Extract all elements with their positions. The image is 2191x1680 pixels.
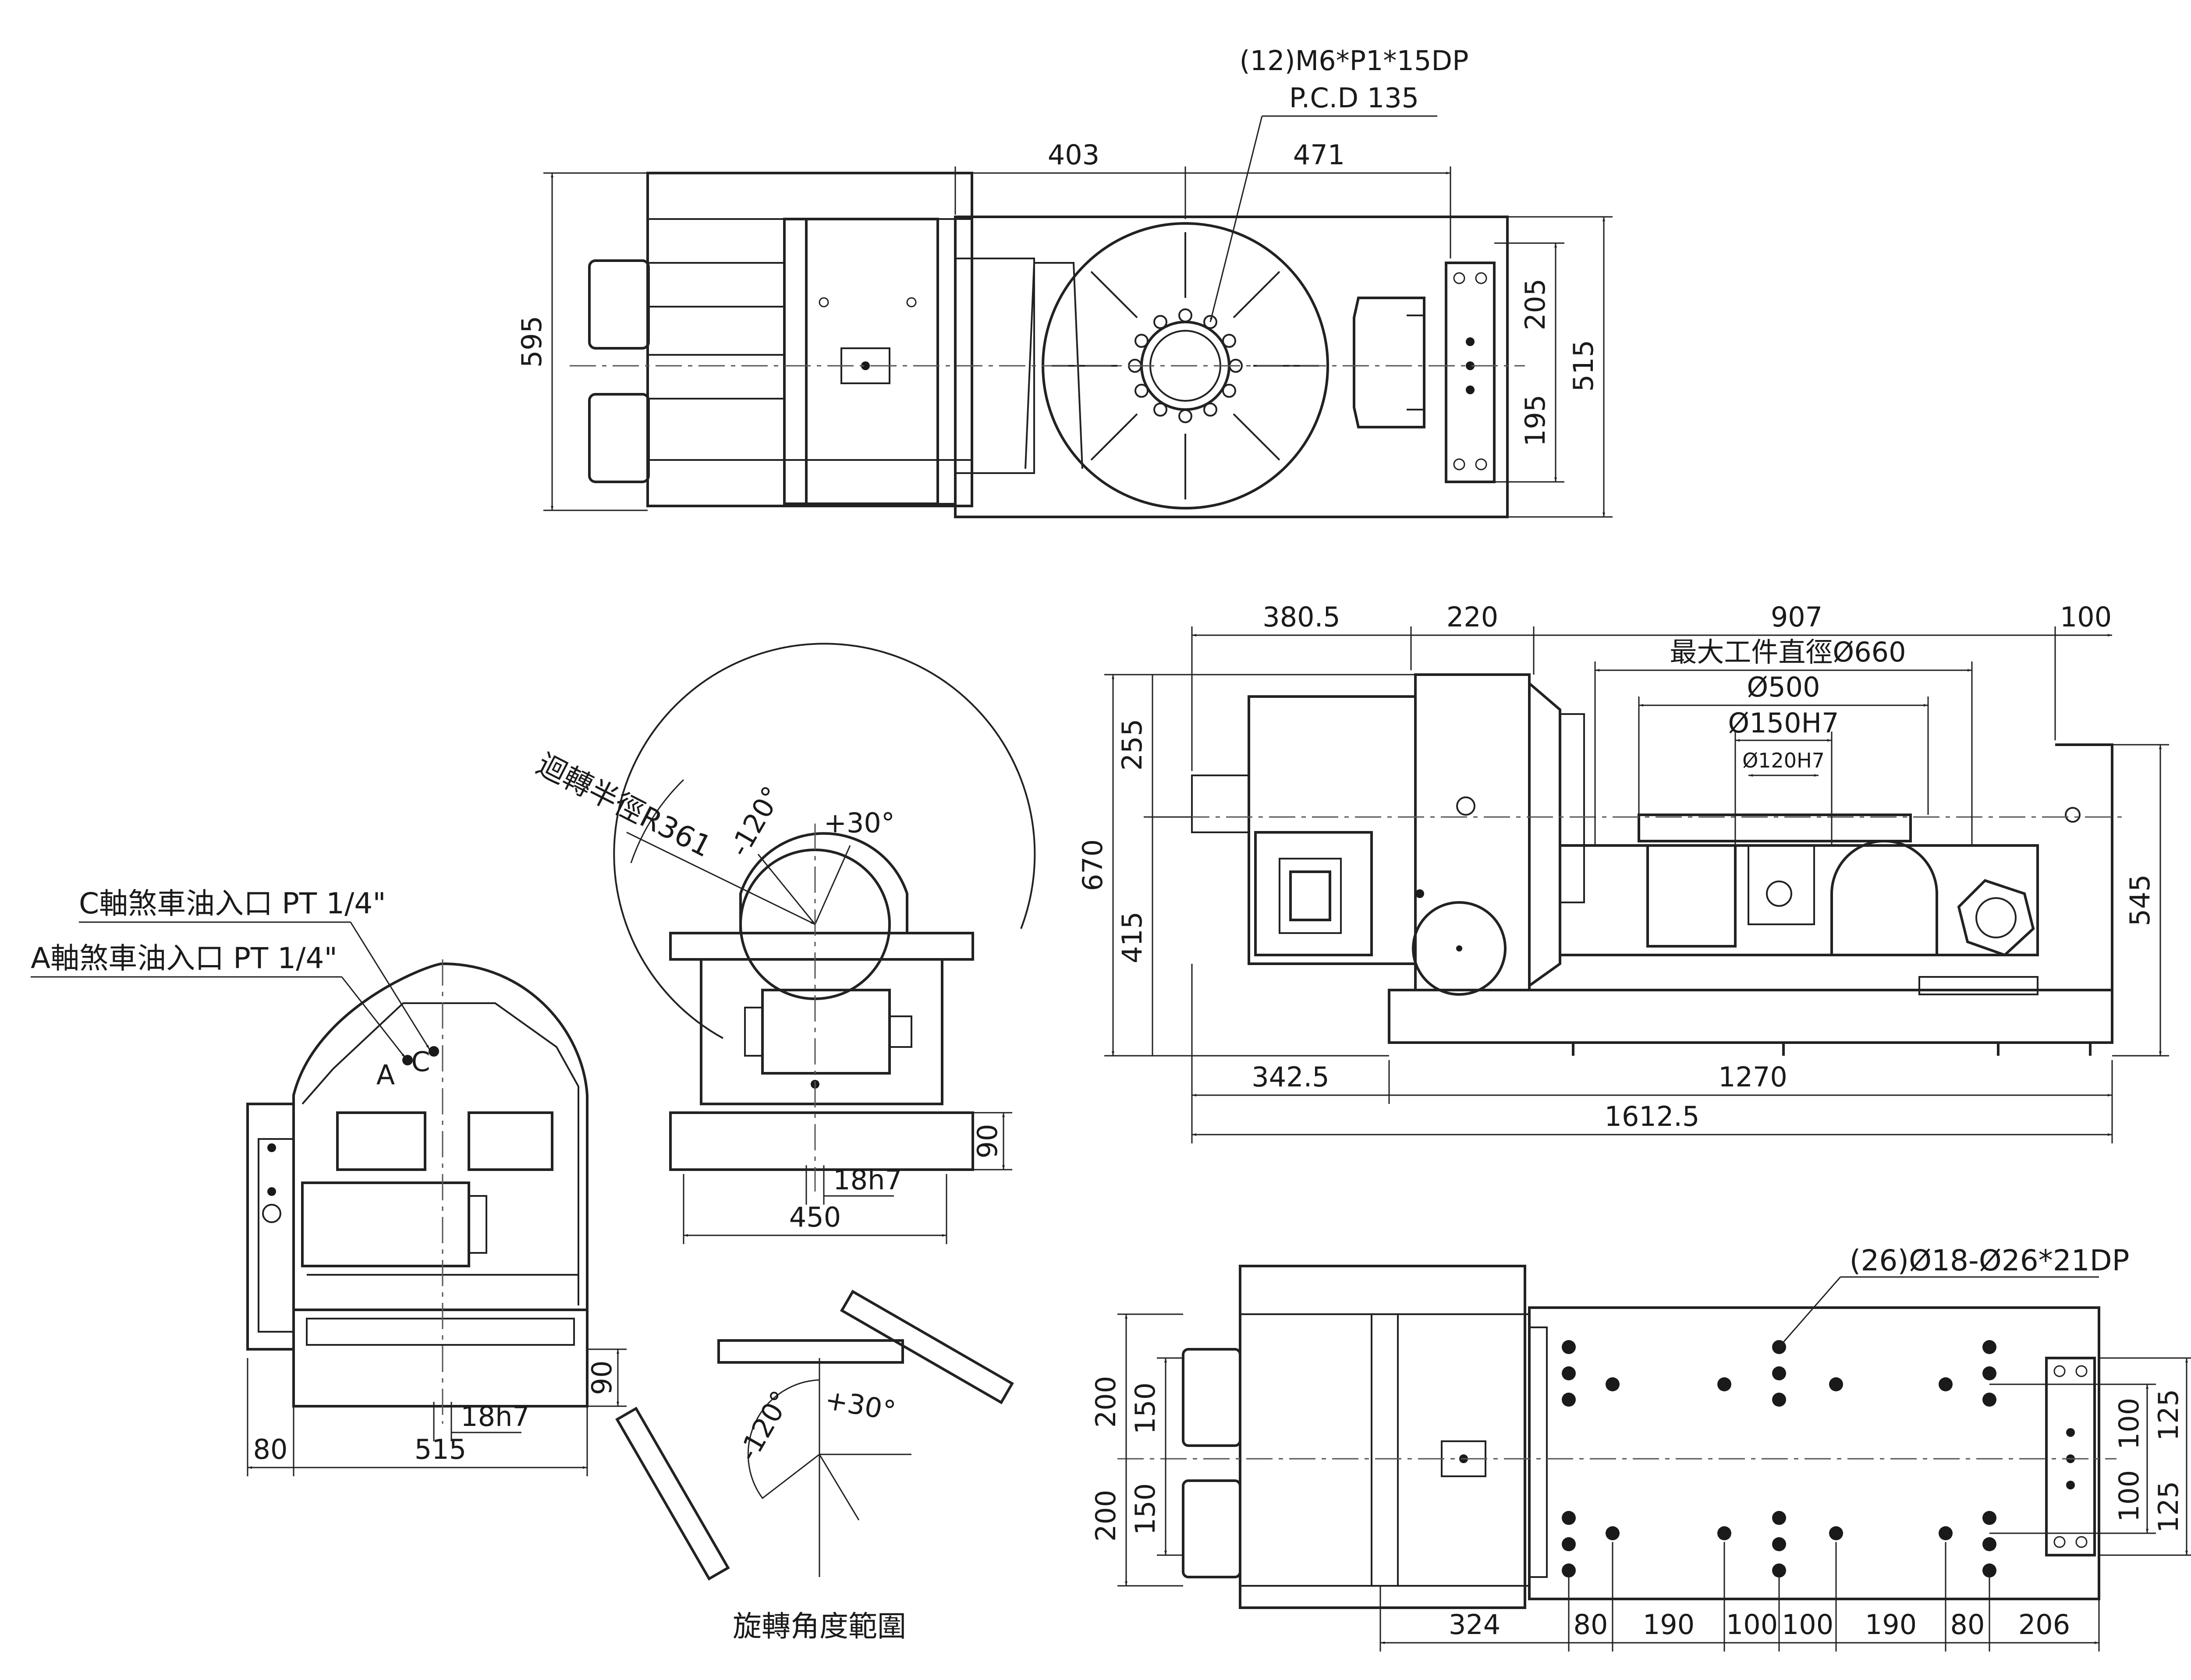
angle-pos-middle: +30° [824,807,895,839]
callout-pcd: P.C.D 135 [1289,82,1419,114]
dim-471: 471 [1293,139,1345,171]
dim-195: 195 [1519,395,1551,446]
dim-1270: 1270 [1718,1061,1787,1093]
dim-190-a: 190 [1643,1609,1695,1641]
dia-500-label: Ø500 [1747,671,1820,703]
bottom-view: (26)Ø18-Ø26*21DP 200 200 150 150 100 100… [1090,1244,2191,1652]
dim-205: 205 [1519,279,1551,330]
angle-neg-diagram: -120° [732,1385,797,1466]
dim-255: 255 [1116,719,1148,771]
dim-220: 220 [1446,601,1498,633]
dim-907: 907 [1771,601,1822,633]
dim-190-b: 190 [1865,1609,1917,1641]
dim-18h7-left: 18h7 [461,1401,530,1432]
front-view: 380.5 220 907 100 最大工件直徑Ø660 Ø500 Ø150H7… [1077,601,2169,1143]
dim-150-bot: 150 [1129,1483,1161,1535]
dim-403: 403 [1048,139,1099,171]
max-workpiece-label: 最大工件直徑Ø660 [1670,636,1906,668]
swing-radius-label: 迴轉半徑R361 [532,747,717,864]
dim-515-top: 515 [1567,340,1599,392]
dim-1612-5: 1612.5 [1605,1100,1700,1132]
rotation-range-diagram: -120° +30° 旋轉角度範圍 [615,1290,1014,1643]
dim-200-bot: 200 [1090,1490,1122,1542]
table-t-slots [1052,232,1319,499]
label-c-brake-oil: C軸煞車油入口 PT 1/4" [79,887,386,920]
dim-80-left: 80 [253,1433,288,1465]
dim-206: 206 [2018,1609,2070,1641]
dim-80-b: 80 [1950,1609,1985,1641]
dim-670: 670 [1077,839,1109,891]
dim-545: 545 [2124,874,2156,926]
dim-515-left: 515 [415,1433,466,1465]
dim-200-top: 200 [1090,1376,1122,1428]
dim-125-b: 125 [2152,1481,2184,1533]
mark-a: A [376,1059,395,1091]
angle-neg-middle: -120° [723,781,788,862]
dim-90-middle: 90 [971,1124,1003,1159]
mark-c: C [411,1046,430,1078]
dim-100-a: 100 [2113,1398,2145,1450]
callout-m6: (12)M6*P1*15DP [1239,45,1468,77]
front-bolts [1572,1043,2092,1056]
angle-pos-diagram: +30° [823,1383,898,1427]
dim-342-5: 342.5 [1251,1061,1329,1093]
front-motor-hex [1957,879,2035,957]
top-view: 403 471 (12)M6*P1*15DP P.C.D 135 595 205… [516,45,1613,518]
dim-450: 450 [789,1201,841,1233]
dim-380-5: 380.5 [1262,601,1340,633]
dim-324: 324 [1449,1609,1500,1641]
dim-415: 415 [1116,912,1148,963]
side-view-middle: 迴轉半徑R361 -120° +30° 90 18h7 450 [532,643,1036,1244]
dim-100-c: 100 [1726,1609,1778,1641]
side-view-left: C A C軸煞車油入口 PT 1/4" A軸煞車油入口 PT 1/4" 90 1… [31,887,627,1476]
dim-125-a: 125 [2152,1389,2184,1441]
dia-120h7-label: Ø120H7 [1742,749,1825,772]
dim-150-top: 150 [1129,1383,1161,1434]
dia-150h7-label: Ø150H7 [1728,707,1839,739]
dim-100-front: 100 [2060,601,2112,633]
label-a-brake-oil: A軸煞車油入口 PT 1/4" [31,941,337,975]
holes-callout: (26)Ø18-Ø26*21DP [1850,1244,2130,1277]
dim-80-a: 80 [1574,1609,1608,1641]
dim-100-d: 100 [1782,1609,1833,1641]
dim-595: 595 [516,316,548,368]
dim-90-left: 90 [586,1361,618,1395]
dim-100-b: 100 [2113,1470,2145,1522]
table-bolt-holes [1128,308,1243,423]
dim-18h7-middle: 18h7 [833,1164,902,1196]
rotation-caption: 旋轉角度範圍 [733,1609,906,1643]
